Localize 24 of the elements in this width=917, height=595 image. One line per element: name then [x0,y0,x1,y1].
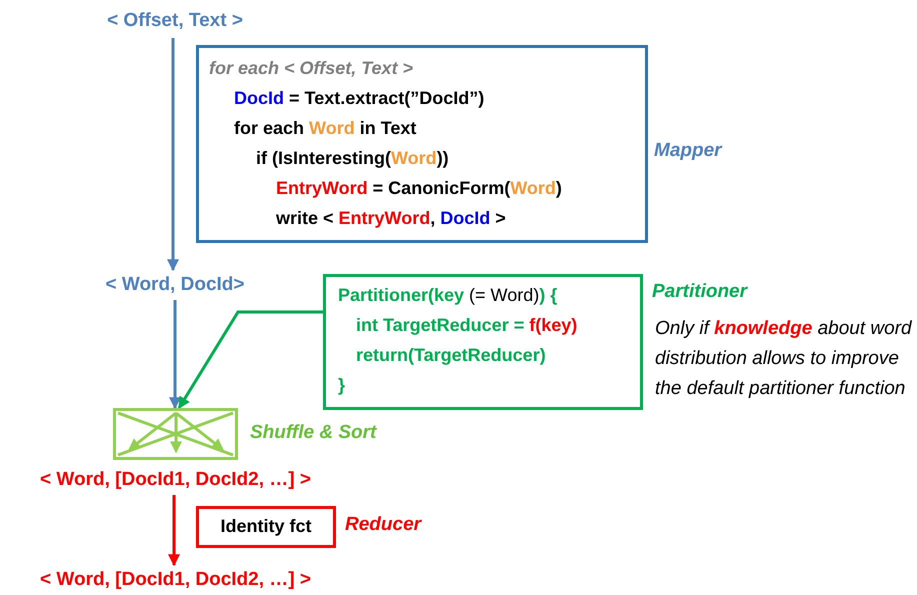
code-line: write < EntryWord, DocId > [276,207,506,229]
arrow [168,495,180,566]
code-line: return(TargetReducer) [356,344,546,366]
code-line: Partitioner(key (= Word)) { [338,284,558,306]
data-pair-label: < Word, DocId> [104,273,246,297]
code-line: DocId = Text.extract(”DocId”) [234,87,484,109]
code-line: int TargetReducer = f(key) [356,314,578,336]
component-label: Mapper [654,140,722,162]
data-pair-label: < Offset, Text > [106,9,244,33]
code-line: } [338,374,346,396]
code-line: EntryWord = CanonicForm(Word) [276,177,562,199]
arrow [167,38,179,272]
code-line: for each Word in Text [234,117,416,139]
code-line: for each < Offset, Text > [209,57,414,79]
component-label: Shuffle & Sort [250,422,376,444]
component-label: Partitioner [652,281,748,303]
key-list-label: < Word, [DocId1, DocId2, …] > [39,468,312,492]
note-text: Only if knowledge about word distribution allows to improve the default partitioner function [655,317,913,401]
code-line: Identity fct [219,515,312,537]
arrow [178,310,323,410]
arrow [169,300,181,410]
code-line: if (IsInteresting(Word)) [256,147,449,169]
component-label: Reducer [345,514,422,536]
key-list-label: < Word, [DocId1, DocId2, …] > [39,568,312,592]
